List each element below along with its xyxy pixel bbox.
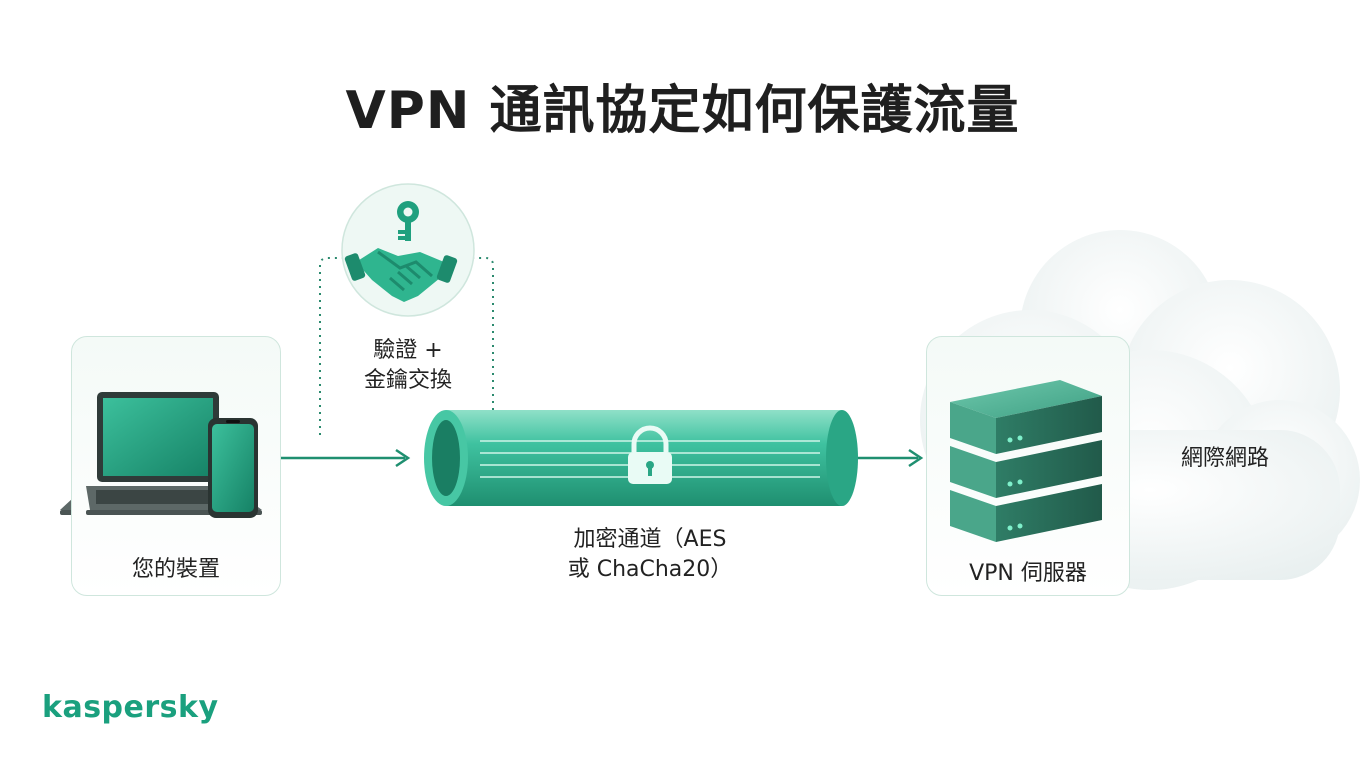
- handshake-circle: [341, 183, 475, 317]
- handshake-connector-left: [319, 257, 345, 435]
- tunnel-label-line1: 加密通道（AES: [573, 527, 727, 552]
- tunnel-label: 加密通道（AES 或 ChaCha20）: [520, 525, 780, 585]
- arrow-device-to-tunnel: [280, 448, 411, 468]
- key-icon: [397, 201, 419, 241]
- server-icon-overlay: [950, 380, 1102, 542]
- handshake-icon: [344, 248, 458, 302]
- lock-icon: [628, 425, 672, 484]
- arrow-tunnel-to-server: [858, 448, 924, 468]
- handshake-label: 驗證 + 金鑰交換: [330, 336, 486, 396]
- internet-label: 網際網路: [1180, 446, 1269, 471]
- kaspersky-logo: kaspersky: [42, 690, 219, 725]
- tunnel-label-line2: 或 ChaCha20）: [567, 557, 733, 582]
- handshake-label-line2: 金鑰交換: [363, 368, 452, 393]
- server-label: VPN 伺服器: [969, 561, 1087, 586]
- device-label: 您的裝置: [131, 557, 220, 582]
- device-icon-overlay: [86, 392, 262, 518]
- page-title: VPN 通訊協定如何保護流量: [345, 81, 1020, 141]
- handshake-label-line1: 驗證 +: [373, 338, 443, 363]
